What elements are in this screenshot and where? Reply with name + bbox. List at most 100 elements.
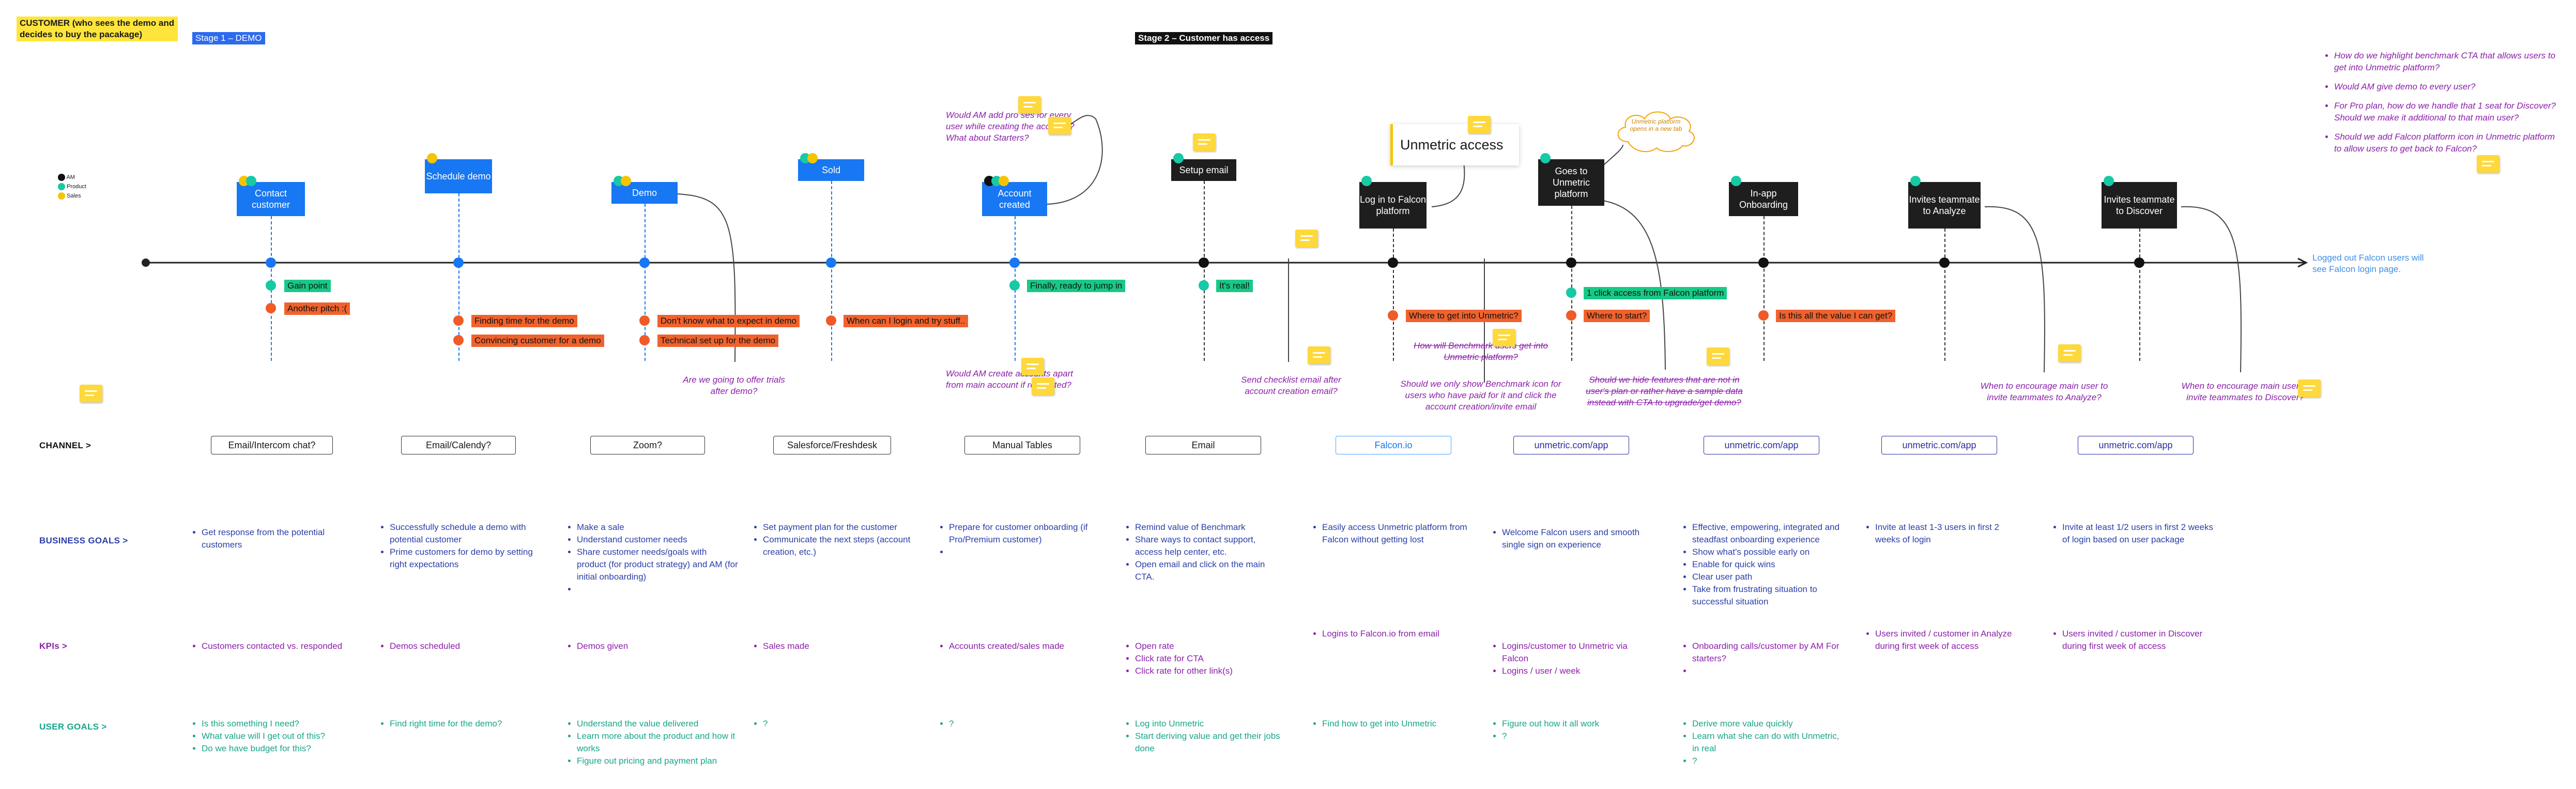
legend-am: AM xyxy=(66,174,75,180)
business-goal: Share customer needs/goals with product … xyxy=(577,546,738,583)
kpi-col: Customers contacted vs. responded xyxy=(192,640,363,653)
tag-where-unmetric: Where to get into Unmetric? xyxy=(1406,310,1522,322)
stage-demo[interactable]: Demo xyxy=(611,182,678,204)
comment-sticky-icon[interactable] xyxy=(1018,96,1041,114)
user-goals-col: Log into Unmetric Start deriving value a… xyxy=(1126,718,1281,755)
kpi-item xyxy=(1692,665,1843,677)
negative-dot xyxy=(826,315,836,326)
comment-sticky-icon[interactable] xyxy=(2477,155,2500,173)
question-item: Would AM give demo to every user? xyxy=(2334,81,2557,93)
question-item: For Pro plan, how do we handle that 1 se… xyxy=(2334,100,2557,124)
note-trials: Are we going to offer trials after demo? xyxy=(683,375,785,396)
user-goal: Log into Unmetric xyxy=(1135,718,1281,730)
comment-sticky-icon[interactable] xyxy=(1295,230,1318,247)
user-goal: Understand the value delivered xyxy=(577,718,738,730)
comment-sticky-icon[interactable] xyxy=(80,385,102,402)
avatar-product xyxy=(1910,176,1921,186)
channel-pill: Salesforce/Freshdesk xyxy=(773,436,891,454)
legend-am-dot xyxy=(58,174,65,181)
avatar-sales xyxy=(621,176,631,186)
row-label-channel: CHANNEL > xyxy=(39,441,91,450)
business-goals-col: Invite at least 1-3 users in first 2 wee… xyxy=(1866,521,2021,546)
avatar-product xyxy=(1361,176,1372,186)
business-goal: Prime customers for demo by setting righ… xyxy=(390,546,551,571)
user-goal: ? xyxy=(1502,730,1653,742)
user-goals-col: ? xyxy=(940,718,1110,730)
stage-account-created[interactable]: Account created xyxy=(982,182,1047,216)
stage-line xyxy=(1944,229,1945,361)
comment-sticky-icon[interactable] xyxy=(2298,380,2321,397)
question-item: How do we highlight benchmark CTA that a… xyxy=(2334,50,2557,73)
business-goals-col: Easily access Unmetric platform from Fal… xyxy=(1313,521,1473,546)
business-goal: Effective, empowering, integrated and st… xyxy=(1692,521,1848,546)
kpi-col: Demos given xyxy=(568,640,738,653)
stage-log-in-falcon[interactable]: Log in to Falcon platform xyxy=(1359,182,1427,229)
stage-line xyxy=(645,204,646,361)
tag-all-value: Is this all the value I can get? xyxy=(1776,310,1896,322)
note-benchmark-struck: How will Benchmark users get into Unmetr… xyxy=(1414,341,1548,362)
channel-pill: Manual Tables xyxy=(964,436,1080,454)
stage-line xyxy=(1571,206,1572,361)
user-goal: Start deriving value and get their jobs … xyxy=(1135,730,1281,755)
comment-sticky-icon[interactable] xyxy=(2058,344,2081,362)
timeline-dot xyxy=(1388,257,1398,268)
stage-in-app-onboarding[interactable]: In-app Onboarding xyxy=(1729,182,1798,216)
avatar-product xyxy=(1540,153,1551,163)
negative-dot xyxy=(1388,310,1398,321)
business-goals-col: Effective, empowering, integrated and st… xyxy=(1683,521,1848,608)
comment-sticky-icon[interactable] xyxy=(1048,117,1071,134)
business-goal: Clear user path xyxy=(1692,571,1848,583)
stage-setup-email[interactable]: Setup email xyxy=(1171,159,1236,181)
timeline-dot xyxy=(1566,257,1576,268)
timeline-dot xyxy=(453,257,464,268)
avatar-sales xyxy=(427,153,437,163)
kpi-item: Onboarding calls/customer by AM For star… xyxy=(1692,640,1843,665)
business-goal: Invite at least 1/2 users in first 2 wee… xyxy=(2062,521,2218,546)
business-goal: Remind value of Benchmark xyxy=(1135,521,1281,534)
kpi-col: Logins/customer to Unmetric via Falcon L… xyxy=(1493,640,1653,677)
channel-pill: Email/Calendy? xyxy=(401,436,516,454)
note-logged-out: Logged out Falcon users will see Falcon … xyxy=(2312,253,2424,274)
stage-goes-to-unmetric[interactable]: Goes to Unmetric platform xyxy=(1538,159,1604,206)
channel-pill: Falcon.io xyxy=(1336,436,1451,454)
comment-sticky-icon[interactable] xyxy=(1308,346,1330,364)
kpi-item: Demos scheduled xyxy=(390,640,551,653)
comment-sticky-icon[interactable] xyxy=(1468,116,1491,133)
stage-invites-analyze[interactable]: Invites teammate to Analyze xyxy=(1908,182,1981,229)
avatar-product xyxy=(246,176,256,186)
business-goals-col: Remind value of Benchmark Share ways to … xyxy=(1126,521,1281,583)
negative-dot xyxy=(639,335,650,345)
note-benchmark-icon: Should we only show Benchmark icon for u… xyxy=(1400,379,1561,412)
stage-schedule-demo[interactable]: Schedule demo xyxy=(425,159,492,193)
user-goals-col: Is this something I need? What value wil… xyxy=(192,718,363,755)
comment-sticky-icon[interactable] xyxy=(1032,377,1054,395)
kpi-item: Users invited / customer in Analyze duri… xyxy=(1875,628,2026,653)
channel-pill: Zoom? xyxy=(590,436,705,454)
user-goal: ? xyxy=(949,718,1110,730)
comment-sticky-icon[interactable] xyxy=(1021,358,1044,375)
comment-sticky-icon[interactable] xyxy=(1707,347,1729,365)
stage-sold[interactable]: Sold xyxy=(798,159,864,181)
business-goals-col: Invite at least 1/2 users in first 2 wee… xyxy=(2053,521,2218,546)
timeline-dot xyxy=(1758,257,1769,268)
negative-dot xyxy=(266,303,276,313)
business-goal: Enable for quick wins xyxy=(1692,558,1848,571)
stage-contact-customer[interactable]: Contact customer xyxy=(237,182,305,216)
stage2-label: Stage 2 – Customer has access xyxy=(1135,32,1273,44)
user-goals-col: Understand the value delivered Learn mor… xyxy=(568,718,738,767)
comment-sticky-icon[interactable] xyxy=(1493,329,1515,346)
legend-sales-dot xyxy=(58,192,65,200)
cloud-shape xyxy=(1617,111,1695,153)
kpi-col: Users invited / customer in Discover dur… xyxy=(2053,628,2213,653)
business-goal: Take from frustrating situation to succe… xyxy=(1692,583,1848,608)
business-goal: Open email and click on the main CTA. xyxy=(1135,558,1281,583)
legend-sales: Sales xyxy=(67,193,81,199)
stage-invites-discover[interactable]: Invites teammate to Discover xyxy=(2102,182,2177,229)
user-goal: Derive more value quickly xyxy=(1692,718,1843,730)
user-goals-col: Find how to get into Unmetric xyxy=(1313,718,1473,730)
user-goal: What value will I get out of this? xyxy=(202,730,363,742)
business-goal: Set payment plan for the customer xyxy=(763,521,924,534)
comment-sticky-icon[interactable] xyxy=(1193,133,1216,151)
avatar-sales xyxy=(807,153,818,163)
timeline-dot xyxy=(2134,257,2144,268)
